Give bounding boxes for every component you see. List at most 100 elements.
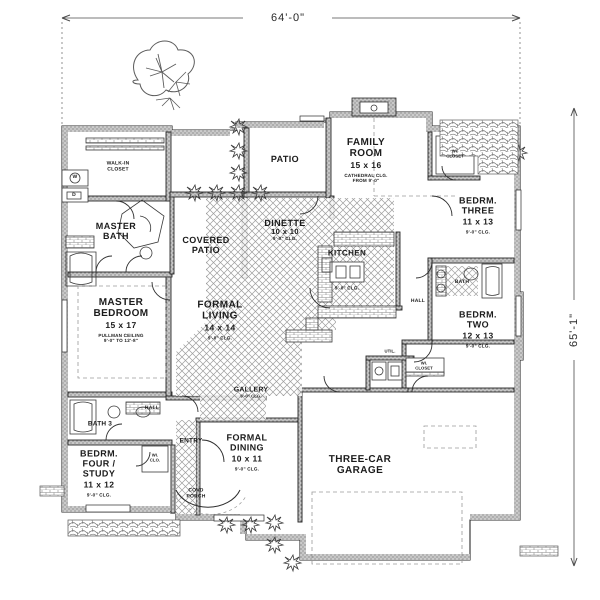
- closet-study: WI. CLO.: [150, 453, 160, 462]
- room-label-line1: MASTER: [98, 296, 144, 308]
- room-label-line1: HALL: [410, 298, 426, 305]
- room-patio: PATIO: [271, 154, 299, 164]
- room-label-line2: DINING: [230, 442, 264, 453]
- door-swings: [95, 165, 457, 467]
- room-label-line1: COVD: [188, 487, 204, 494]
- room-bath-2: BATH: [455, 280, 469, 286]
- room-label-line2: GARAGE: [336, 465, 384, 476]
- room-label-line1: WALK-IN: [106, 160, 130, 167]
- room-label-line2: ROOM: [349, 148, 383, 160]
- room-label-line2: CLOSET: [107, 166, 129, 172]
- room-label-line1: WI.: [420, 360, 428, 366]
- closet-bedrm-two: WI. CLOSET: [415, 361, 433, 370]
- room-bedrm-four-study: BEDRM. FOUR / STUDY 11 x 12 9'-0" CLG.: [80, 449, 118, 498]
- room-three-car-garage: THREE-CAR GARAGE: [329, 454, 392, 476]
- room-formal-dining: FORMAL DINING 10 x 11 9'-0" CLG.: [227, 433, 268, 472]
- room-label-line2: TWO: [466, 319, 490, 330]
- room-label-line2: CLOSET: [446, 153, 464, 158]
- room-bedrm-three: BEDRM. THREE 11 x 13 9'-0" CLG.: [459, 196, 497, 235]
- room-ceiling-note: 9'-0" CLG.: [234, 466, 260, 472]
- room-ceiling-note-line2: 9'-0" TO 12'-8": [103, 337, 139, 343]
- room-ceiling-note-line2: FROM 9'-0": [352, 177, 380, 183]
- porch-and-landscape: [39, 118, 559, 572]
- room-label-line1: COVERED: [182, 234, 230, 245]
- room-label-line1: MASTER: [95, 220, 137, 231]
- room-master-bedroom: MASTER BEDROOM 15 x 17 PULLMAN CEILING 9…: [93, 297, 148, 343]
- dimension-lines: [61, 14, 578, 567]
- room-label-line2: PATIO: [191, 245, 221, 255]
- room-label-line1: BATH: [454, 279, 470, 286]
- dryer-icon: D: [72, 193, 76, 199]
- room-label-line1: WI.: [151, 452, 159, 458]
- room-dimension: 12 x 13: [462, 330, 494, 341]
- room-label-line2: CLO.: [149, 457, 161, 462]
- room-bedrm-two: BEDRM. TWO 12 x 13 9'-0" CLG.: [459, 310, 497, 349]
- appliance-label-d: D: [72, 192, 76, 199]
- room-util: UTIL.: [384, 348, 396, 355]
- overall-height-dimension: 65'-1": [567, 312, 580, 348]
- closet-bedrm-three: WI. CLOSET: [446, 149, 464, 158]
- room-family-room: FAMILY ROOM 15 x 16 CATHEDRAL CLG. FROM …: [344, 137, 387, 183]
- room-label-line1: BEDRM.: [459, 309, 497, 320]
- room-dimension: 15 x 17: [105, 320, 137, 331]
- room-label-line1: BEDRM.: [459, 195, 497, 206]
- room-dimension: 10 x 10: [271, 227, 299, 237]
- overall-width-dimension: 64'-0": [270, 11, 306, 24]
- room-formal-living: FORMAL LIVING 14 x 14 9'-0" CLG.: [197, 299, 242, 340]
- room-label-line3: STUDY: [82, 468, 116, 479]
- tree-icon: [132, 40, 195, 111]
- room-label-line2: BEDROOM: [93, 308, 149, 320]
- room-label-line1: THREE-CAR: [328, 453, 392, 465]
- room-covered-patio: COVERED PATIO: [182, 235, 229, 255]
- room-dimension: 15 x 16: [350, 160, 382, 171]
- room-label-line2: BATH: [103, 231, 129, 241]
- room-label-line1: PATIO: [270, 153, 300, 164]
- room-ceiling-note-line1: PULLMAN CEILING: [98, 332, 144, 338]
- appliance-label-w: W: [72, 174, 78, 181]
- room-covd-porch: COVD PORCH: [186, 488, 205, 499]
- room-label-line1: FORMAL: [226, 432, 268, 443]
- room-label-line1: WI.: [451, 148, 459, 154]
- room-ceiling-note: 9'-0" CLG.: [207, 335, 233, 341]
- room-kitchen-ceiling: 9'-0" CLG.: [335, 285, 359, 290]
- hall-right: HALL: [411, 299, 425, 305]
- room-entry: ENTRY: [180, 437, 203, 444]
- room-label-line1: GALLERY: [233, 386, 269, 394]
- room-ceiling-note-line1: CATHEDRAL CLG.: [344, 172, 388, 178]
- room-label-line1: FORMAL: [197, 299, 243, 311]
- room-label-line2: CLOSET: [415, 365, 433, 370]
- room-dimension: 10 x 11: [231, 453, 263, 464]
- room-ceiling-note: 9'-0" CLG.: [334, 285, 360, 291]
- tile-floor-areas: [176, 198, 478, 514]
- hall-left: HALL: [145, 406, 159, 412]
- room-label-line2: LIVING: [202, 310, 238, 322]
- room-label-line2: PORCH: [186, 493, 206, 499]
- room-bath-3: BATH 3: [88, 420, 112, 427]
- room-ceiling-note: 9'-0" CLG.: [86, 492, 112, 498]
- windows: [61, 115, 522, 522]
- room-label-line2: THREE: [461, 205, 495, 216]
- room-label-line1: UTIL.: [384, 348, 396, 354]
- room-ceiling-note: 9'-0" CLG.: [272, 236, 298, 242]
- room-dimension: 14 x 14: [204, 322, 236, 333]
- room-ceiling-note: 9'-0" CLG.: [240, 393, 262, 399]
- washer-icon: W: [73, 175, 78, 181]
- room-ceiling-note: 9'-0" CLG.: [465, 343, 491, 349]
- room-label-line1: DINETTE: [264, 218, 306, 229]
- room-dimension: 11 x 13: [462, 216, 494, 227]
- room-label-line1: BATH 3: [87, 420, 113, 428]
- room-label-line1: FAMILY: [346, 136, 386, 148]
- room-dimension: 11 x 12: [83, 479, 115, 490]
- room-gallery: GALLERY 9'-0" CLG.: [234, 387, 269, 400]
- room-kitchen: KITCHEN: [327, 248, 367, 259]
- room-ceiling-note: 9'-0" CLG.: [465, 229, 491, 235]
- room-walk-in-closet: WALK-IN CLOSET: [107, 161, 130, 172]
- room-label-line1: HALL: [144, 405, 160, 412]
- room-label-line2: FOUR /: [82, 458, 116, 469]
- room-label-line1: KITCHEN: [327, 248, 367, 258]
- room-label-line1: ENTRY: [179, 437, 203, 445]
- room-master-bath: MASTER BATH: [96, 221, 136, 241]
- room-dinette: DINETTE 10 x 10 9'-0" CLG.: [264, 218, 305, 242]
